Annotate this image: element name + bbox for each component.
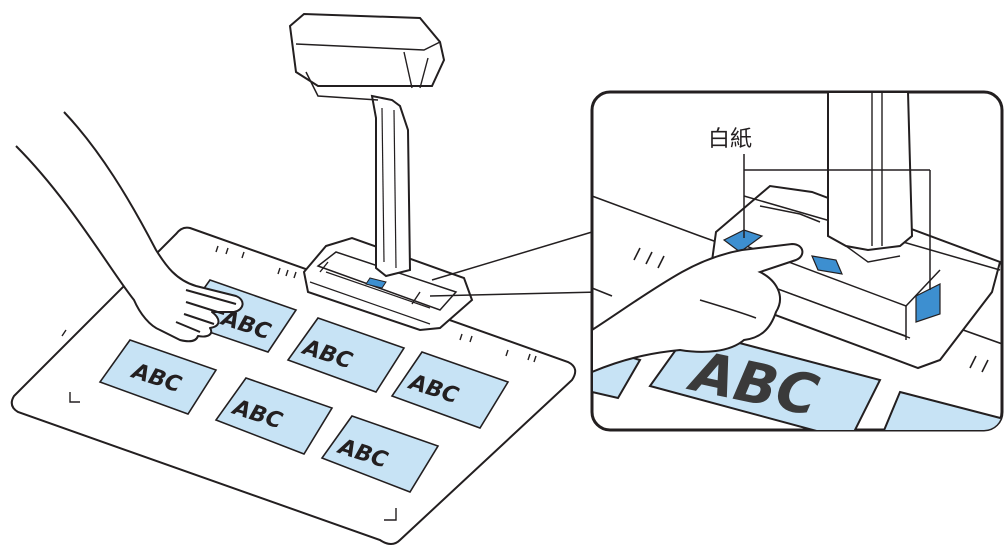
zoom-box: ABC 白紙 bbox=[592, 92, 1008, 440]
scanner-neck bbox=[372, 96, 410, 276]
scanner-head bbox=[290, 14, 444, 100]
callout-label: 白紙 bbox=[708, 127, 752, 152]
